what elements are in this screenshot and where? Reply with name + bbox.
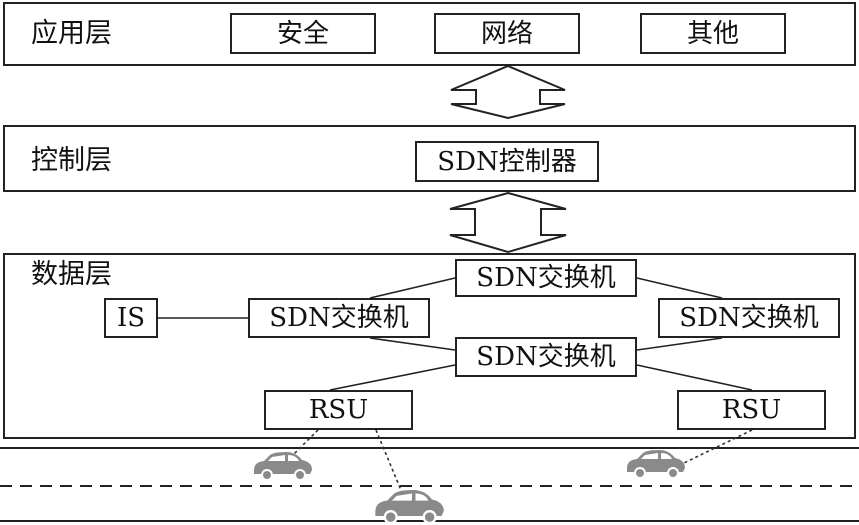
link-left-top (369, 277, 456, 299)
module-network: 网络 (434, 13, 580, 54)
network-links (158, 277, 753, 391)
sdn-switch-top: SDN交换机 (455, 259, 637, 297)
module-security: 安全 (230, 13, 376, 54)
wireless-links (289, 429, 753, 496)
car-icon (375, 490, 444, 525)
module-other: 其他 (640, 13, 786, 54)
car-icon (254, 452, 312, 481)
link-bottom-right (636, 337, 723, 351)
wireless-link (289, 429, 319, 459)
sdn-switch-right: SDN交换机 (658, 298, 840, 338)
sdn-switch-bottom: SDN交换机 (455, 337, 637, 377)
double-arrow-icon (450, 64, 566, 120)
sdn-switch-left: SDN交换机 (248, 298, 430, 338)
link-left-bottom (369, 337, 456, 351)
link-bottom-rsu-left (329, 364, 456, 391)
data-layer-label: 数据层 (31, 259, 112, 290)
sdn-controller: SDN控制器 (415, 141, 599, 182)
application-layer-label: 应用层 (31, 18, 112, 49)
rsu-right: RSU (677, 390, 826, 430)
is-node: IS (104, 298, 158, 338)
rsu-left: RSU (264, 390, 413, 430)
control-layer-label: 控制层 (31, 145, 112, 176)
double-arrow-icon (449, 191, 567, 254)
wireless-link (683, 429, 753, 464)
car-icon (627, 450, 685, 479)
link-top-right (636, 277, 723, 299)
link-bottom-rsu-right (636, 364, 753, 391)
